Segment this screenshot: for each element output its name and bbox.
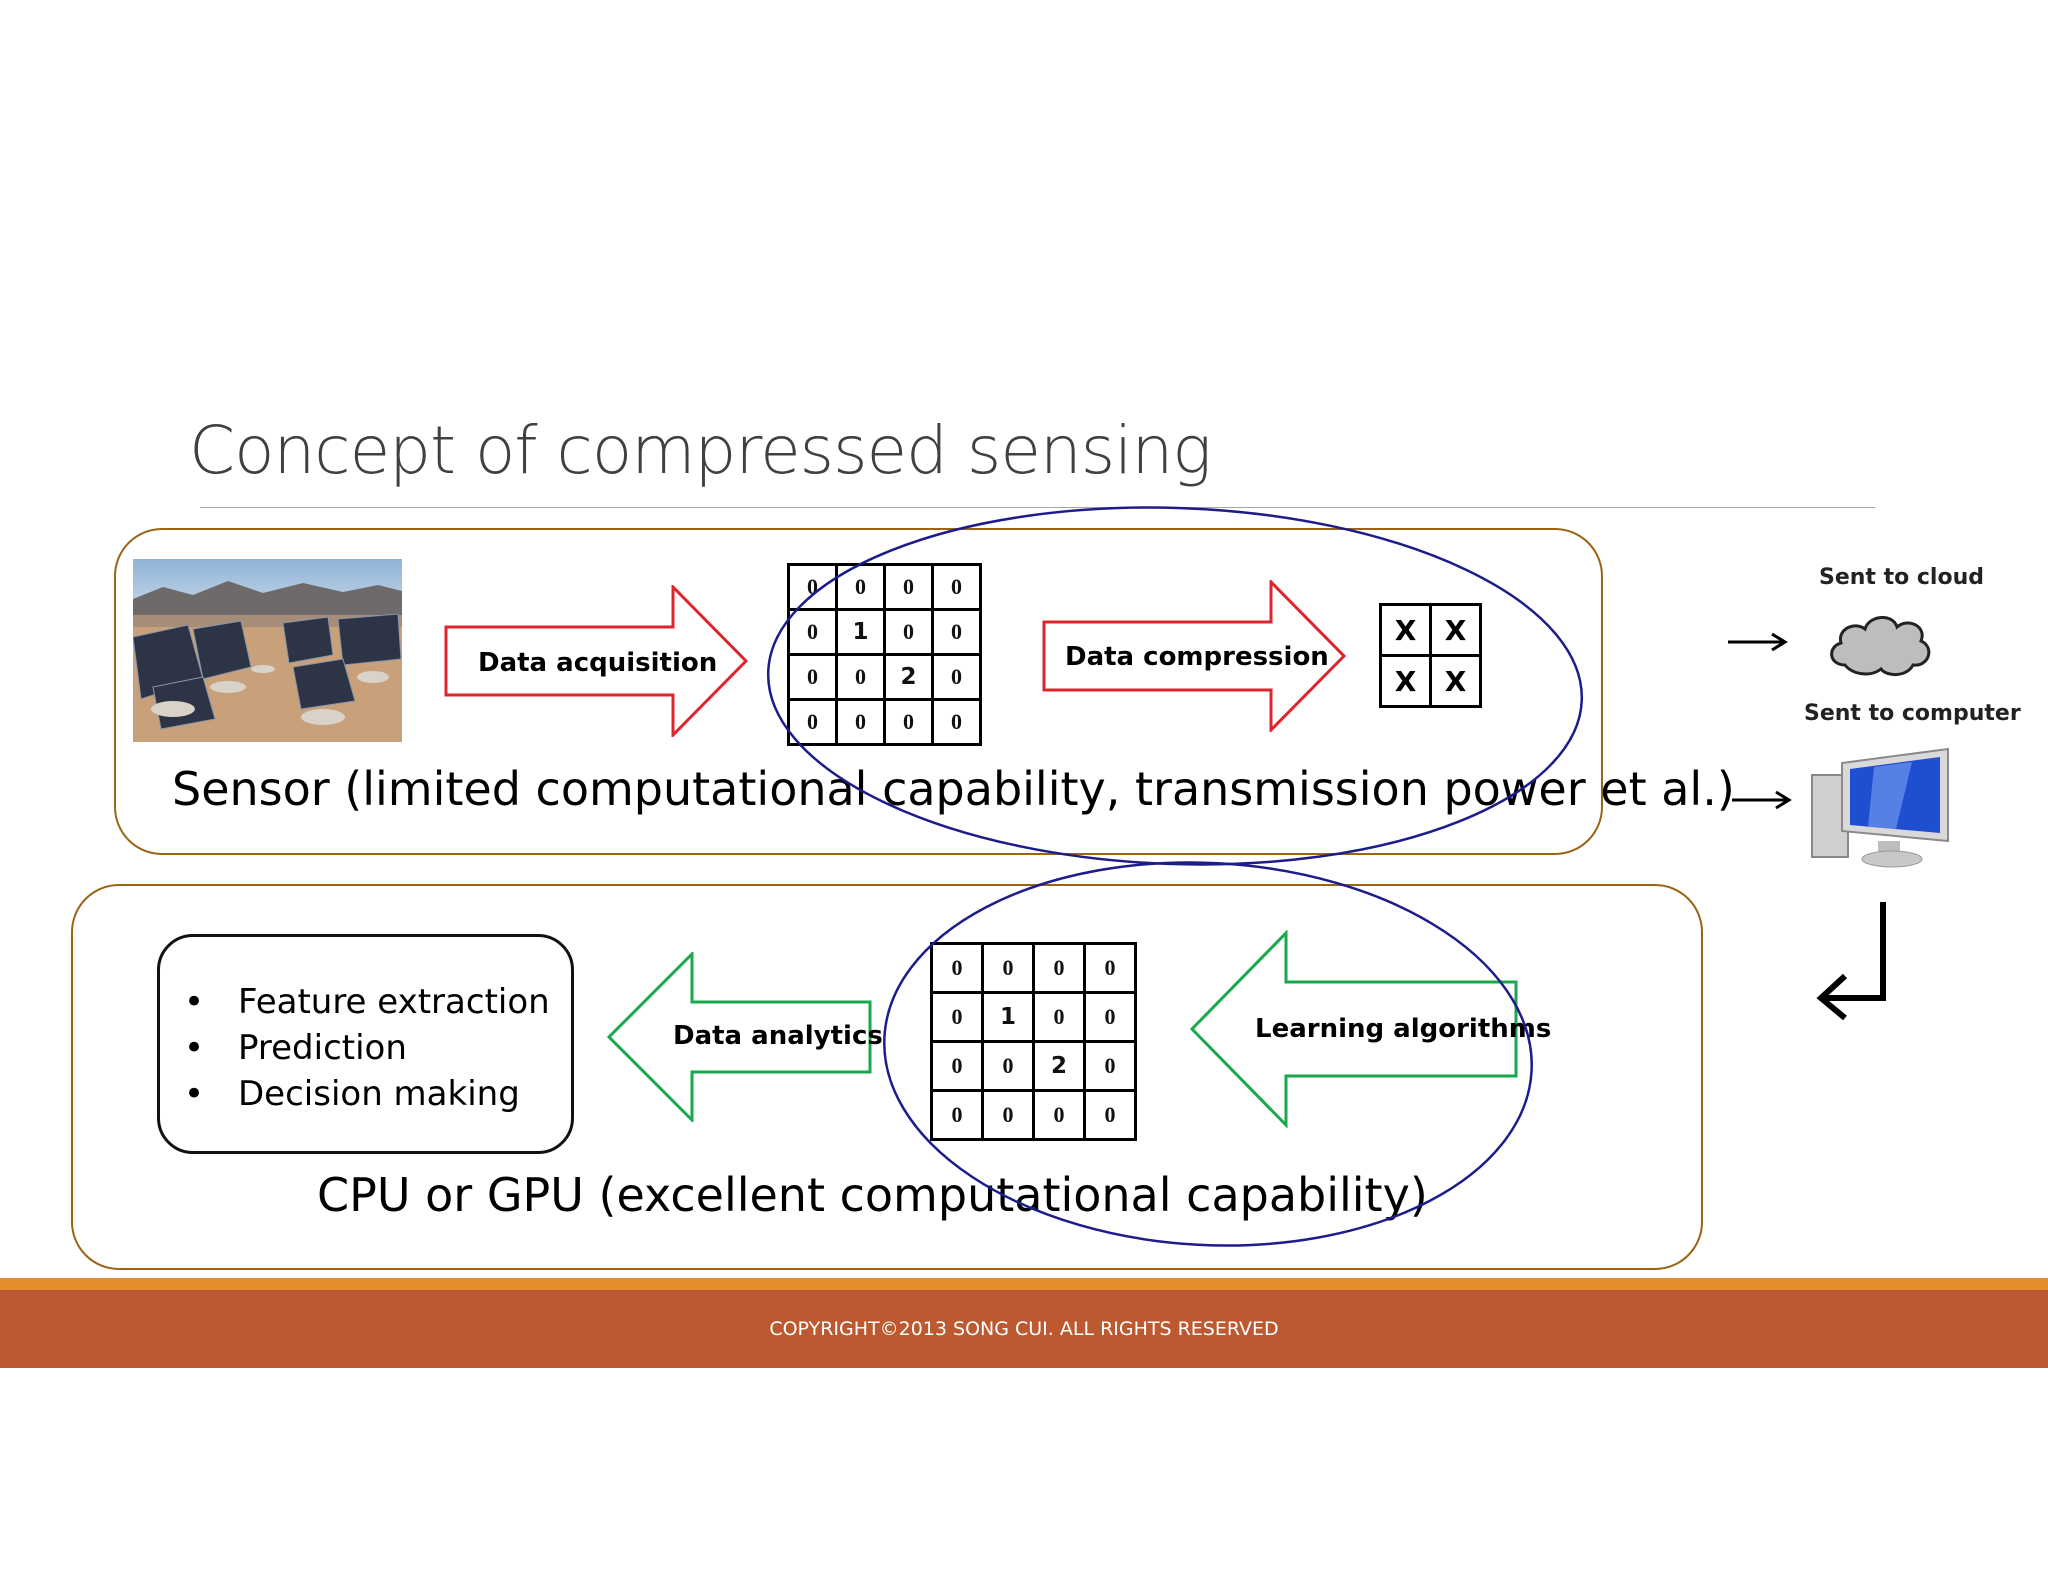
matrix-cell: 1 <box>835 608 886 656</box>
matrix-cell: 0 <box>931 563 982 611</box>
matrix-cell: 2 <box>883 653 934 701</box>
list-item: •Decision making <box>184 1074 520 1114</box>
compressed-data-grid: X X X X <box>1379 603 1482 708</box>
bullet-text: Feature extraction <box>238 982 550 1022</box>
matrix-cell: 0 <box>981 1040 1035 1092</box>
matrix-cell: 0 <box>1083 1089 1137 1141</box>
sent-to-cloud-label: Sent to cloud <box>1819 565 1984 590</box>
list-item: •Feature extraction <box>184 982 550 1022</box>
cloud-icon <box>1830 616 1931 676</box>
matrix-cell: 0 <box>981 942 1035 994</box>
sensor-caption: Sensor (limited computational capability… <box>172 762 1735 816</box>
matrix-cell: 0 <box>930 1040 984 1092</box>
cpu-data-matrix: 0 0 0 0 0 1 0 0 0 0 2 0 0 0 0 0 <box>930 942 1137 1141</box>
slide-title: Concept of compressed sensing <box>189 412 1212 489</box>
matrix-cell: 0 <box>1032 991 1086 1043</box>
sensor-data-matrix: 0 0 0 0 0 1 0 0 0 0 2 0 0 0 0 0 <box>787 563 982 746</box>
matrix-cell: 0 <box>1032 942 1086 994</box>
cpu-caption: CPU or GPU (excellent computational capa… <box>317 1168 1428 1222</box>
matrix-cell: 0 <box>930 991 984 1043</box>
matrix-cell: 2 <box>1032 1040 1086 1092</box>
matrix-cell: 0 <box>931 698 982 746</box>
computer-icon <box>1811 747 1949 868</box>
compressed-cell: X <box>1379 603 1432 657</box>
matrix-cell: 0 <box>883 608 934 656</box>
return-arrow-icon <box>1816 902 1886 1021</box>
solar-panel-photo <box>133 559 402 742</box>
matrix-cell: 0 <box>1083 1040 1137 1092</box>
matrix-cell: 0 <box>835 563 886 611</box>
learning-algorithms-label: Learning algorithms <box>1255 1014 1552 1044</box>
matrix-cell: 0 <box>835 653 886 701</box>
bullet-text: Prediction <box>238 1028 407 1068</box>
matrix-cell: 0 <box>931 653 982 701</box>
data-acquisition-label: Data acquisition <box>478 648 718 678</box>
bullet-text: Decision making <box>238 1074 520 1114</box>
matrix-cell: 0 <box>883 698 934 746</box>
matrix-cell: 0 <box>931 608 982 656</box>
matrix-cell: 0 <box>1083 942 1137 994</box>
matrix-cell: 0 <box>930 1089 984 1141</box>
matrix-cell: 0 <box>787 653 838 701</box>
matrix-cell: 0 <box>787 698 838 746</box>
data-analytics-arrow <box>606 952 872 1122</box>
compressed-cell: X <box>1429 654 1482 708</box>
copyright-notice: COPYRIGHT©2013 SONG CUI. ALL RIGHTS RESE… <box>769 1318 1279 1340</box>
arrow-to-computer <box>1730 789 1792 811</box>
data-acquisition-arrow <box>444 585 749 737</box>
matrix-cell: 0 <box>981 1089 1035 1141</box>
matrix-cell: 0 <box>835 698 886 746</box>
compressed-cell: X <box>1429 603 1482 657</box>
list-item: •Prediction <box>184 1028 407 1068</box>
compressed-cell: X <box>1379 654 1432 708</box>
matrix-cell: 0 <box>787 608 838 656</box>
matrix-cell: 0 <box>1083 991 1137 1043</box>
matrix-cell: 0 <box>787 563 838 611</box>
arrow-to-cloud <box>1726 631 1788 653</box>
footer-accent-stripe <box>0 1278 2048 1290</box>
sent-to-computer-label: Sent to computer <box>1804 701 2021 726</box>
matrix-cell: 1 <box>981 991 1035 1043</box>
matrix-cell: 0 <box>1032 1089 1086 1141</box>
footer-band <box>0 1290 2048 1368</box>
matrix-cell: 0 <box>930 942 984 994</box>
matrix-cell: 0 <box>883 563 934 611</box>
data-analytics-label: Data analytics <box>673 1021 883 1051</box>
outcome-list-box: •Feature extraction •Prediction •Decisio… <box>157 934 574 1154</box>
title-divider <box>200 507 1875 508</box>
data-compression-label: Data compression <box>1065 642 1329 672</box>
